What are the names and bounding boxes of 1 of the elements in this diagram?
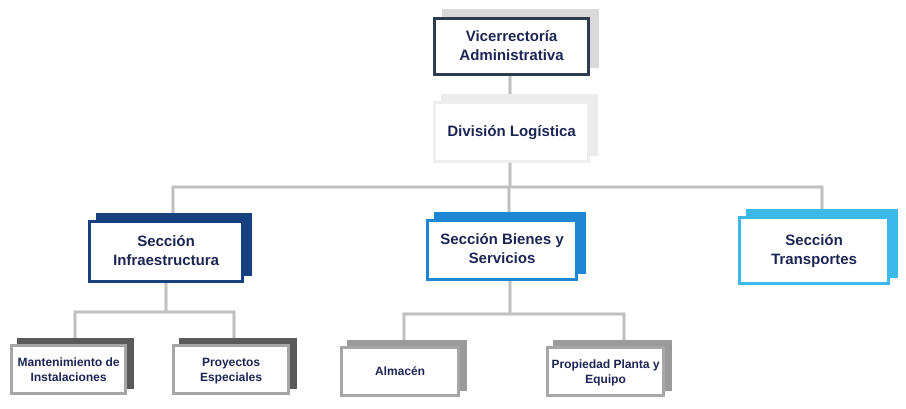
connector-line — [164, 283, 236, 341]
